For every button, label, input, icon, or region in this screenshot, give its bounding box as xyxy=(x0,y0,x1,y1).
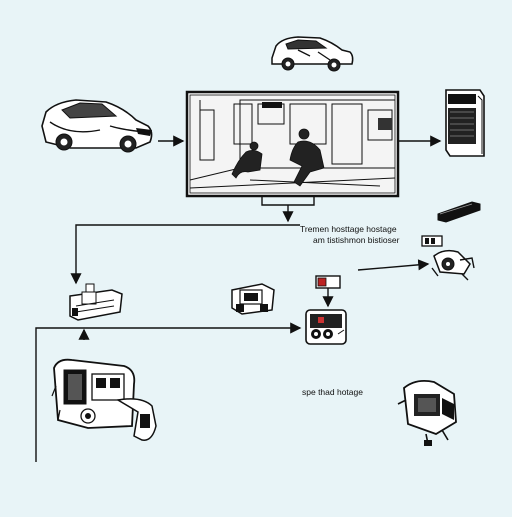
connector-bottom-left xyxy=(35,322,302,462)
connector-lines xyxy=(35,135,442,462)
caption-bottom: spe thad hotage xyxy=(302,387,363,397)
caption-line2: am tistishmon bistioser xyxy=(313,235,400,245)
caption-line1: Tremen hosttage hostage xyxy=(300,224,397,234)
card-module-icon xyxy=(437,201,481,223)
turret-camera-icon xyxy=(397,379,457,446)
car-icon xyxy=(41,99,153,153)
control-box-icon xyxy=(305,309,347,345)
small-car-icon xyxy=(271,36,354,72)
connector-left-branch xyxy=(70,224,300,285)
camera-device-icon xyxy=(231,283,275,315)
sensor-module-icon xyxy=(315,275,341,289)
relay-module-icon xyxy=(69,283,123,321)
server-tower-icon xyxy=(445,89,485,157)
drone-camera-icon xyxy=(431,249,475,281)
surveillance-monitor-icon xyxy=(185,90,400,198)
tag-icon xyxy=(421,235,443,247)
rugged-scanner-icon xyxy=(51,358,157,441)
arrow-tag-to-drone xyxy=(357,259,430,271)
